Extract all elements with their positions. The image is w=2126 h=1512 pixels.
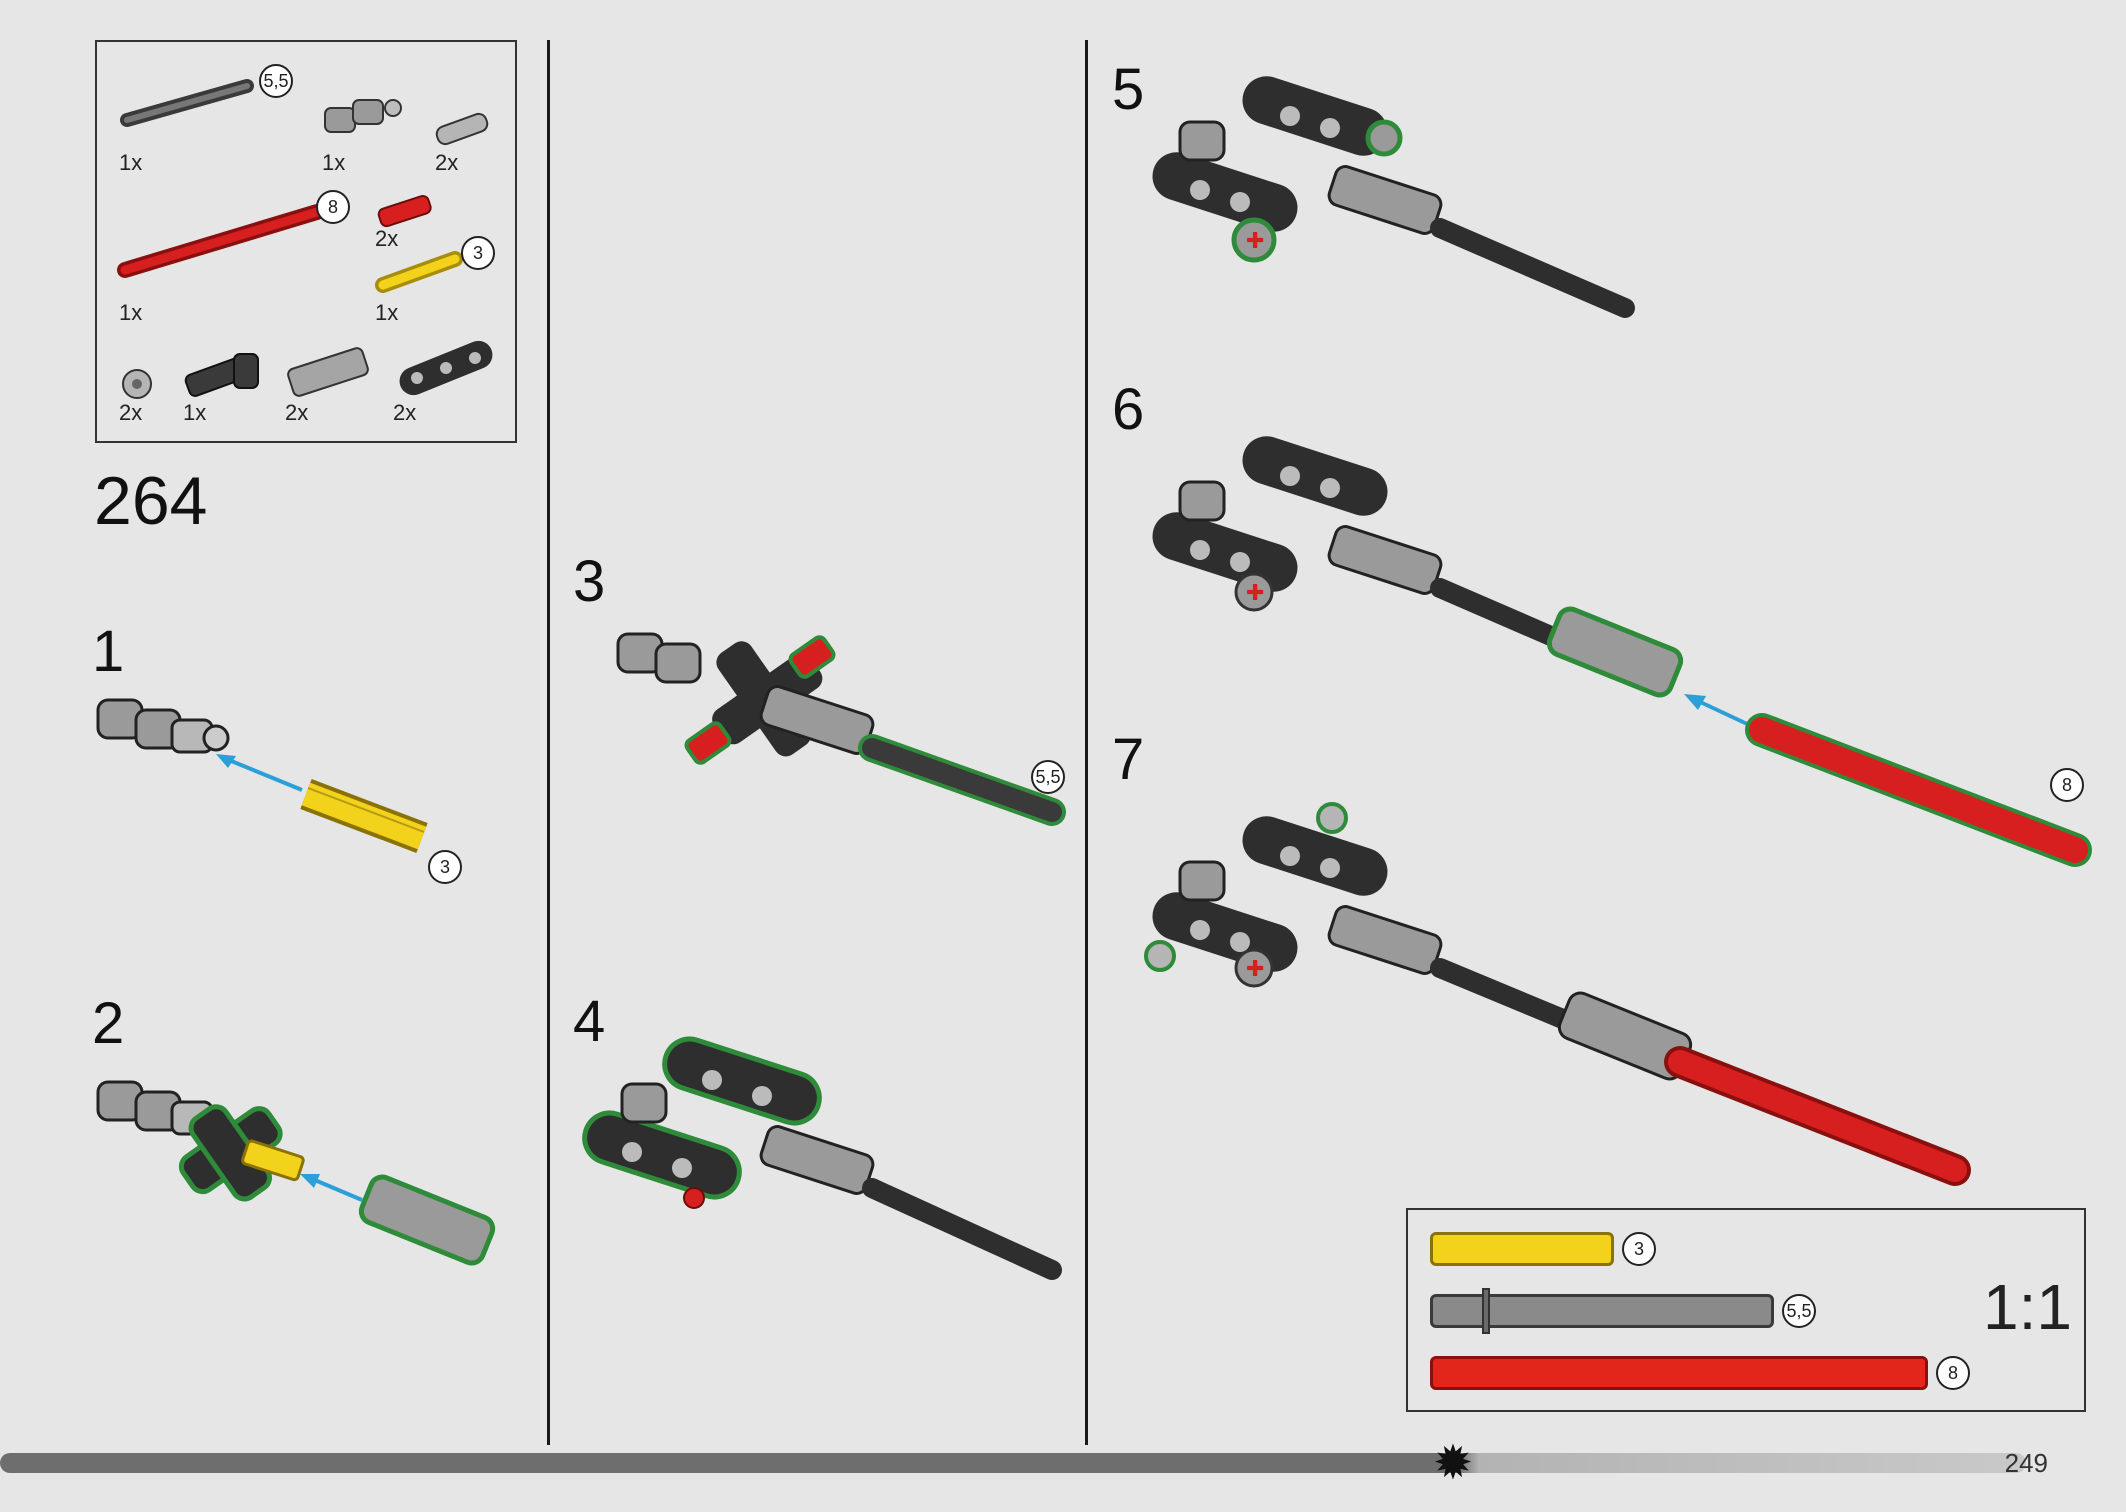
part-qty: 1x [375, 300, 399, 325]
page-step-number: 264 [94, 463, 208, 539]
step-2-illustration [96, 1080, 496, 1266]
svg-text:✚: ✚ [1246, 229, 1264, 254]
step-7-illustration: ✚ [1144, 802, 1971, 1186]
grey-pin-part [435, 112, 489, 146]
scale-bar-yellow [1430, 1232, 1614, 1266]
scale-reference-box: 3 5,5 8 1:1 [1406, 1208, 2086, 1412]
axle-connector-part [287, 347, 369, 397]
step-5-illustration: ✚ [1152, 76, 1635, 318]
part-callout: 8 [316, 190, 350, 224]
scale-label: 1:1 [1983, 1271, 2072, 1343]
part-qty: 1x [119, 150, 143, 175]
step-number: 6 [1112, 377, 1145, 442]
part-qty: 1x [322, 150, 346, 175]
part-qty: 2x [435, 150, 459, 175]
column-divider-1 [547, 40, 550, 1445]
step-callout: 5,5 [1031, 760, 1065, 794]
scale-bar-red [1430, 1356, 1928, 1390]
step-4-illustration [582, 1036, 1062, 1280]
red-pin-part [377, 195, 432, 228]
step-number: 2 [92, 991, 125, 1056]
svg-text:✚: ✚ [1246, 957, 1264, 982]
universal-joint-part [324, 99, 402, 133]
svg-text:✚: ✚ [1246, 581, 1264, 606]
step-3-illustration [616, 632, 1066, 826]
grey-axle-part [120, 79, 254, 127]
step-callout: 3 [428, 850, 462, 884]
part-callout: 5,5 [259, 64, 293, 98]
step-number: 1 [92, 619, 125, 684]
step-6-illustration: ✚ [1152, 436, 2092, 867]
part-qty: 2x [119, 400, 143, 425]
page-number: 249 [2004, 1448, 2048, 1478]
column-divider-2 [1085, 40, 1088, 1445]
scale-callout: 3 [1622, 1232, 1656, 1266]
part-qty: 2x [285, 400, 309, 425]
part-qty: 1x [183, 400, 207, 425]
bush-part [122, 369, 152, 399]
step-number: 4 [573, 989, 606, 1054]
step-number: 3 [573, 549, 606, 614]
scale-bar-grey-stop [1482, 1288, 1490, 1334]
part-callout: 3 [461, 236, 495, 270]
step-number: 5 [1112, 57, 1145, 122]
part-qty: 2x [375, 226, 399, 251]
yellow-axle-part [375, 251, 463, 293]
scale-callout: 8 [1936, 1356, 1970, 1390]
cross-connector-part [184, 353, 259, 397]
part-qty: 1x [119, 300, 143, 325]
gear-icon: ✹ [1432, 1435, 1474, 1491]
part-qty: 2x [393, 400, 417, 425]
beam-part [399, 340, 493, 396]
step-1-illustration [96, 698, 428, 853]
progress-bar [0, 1453, 2026, 1473]
scale-callout: 5,5 [1782, 1294, 1816, 1328]
red-axle-part [117, 204, 325, 278]
parts-list-box: 5,5 1x 1x 2x 8 1x 2x 3 1x 2x 1x 2x [95, 40, 517, 443]
step-callout: 8 [2050, 768, 2084, 802]
step-number: 7 [1112, 727, 1145, 792]
